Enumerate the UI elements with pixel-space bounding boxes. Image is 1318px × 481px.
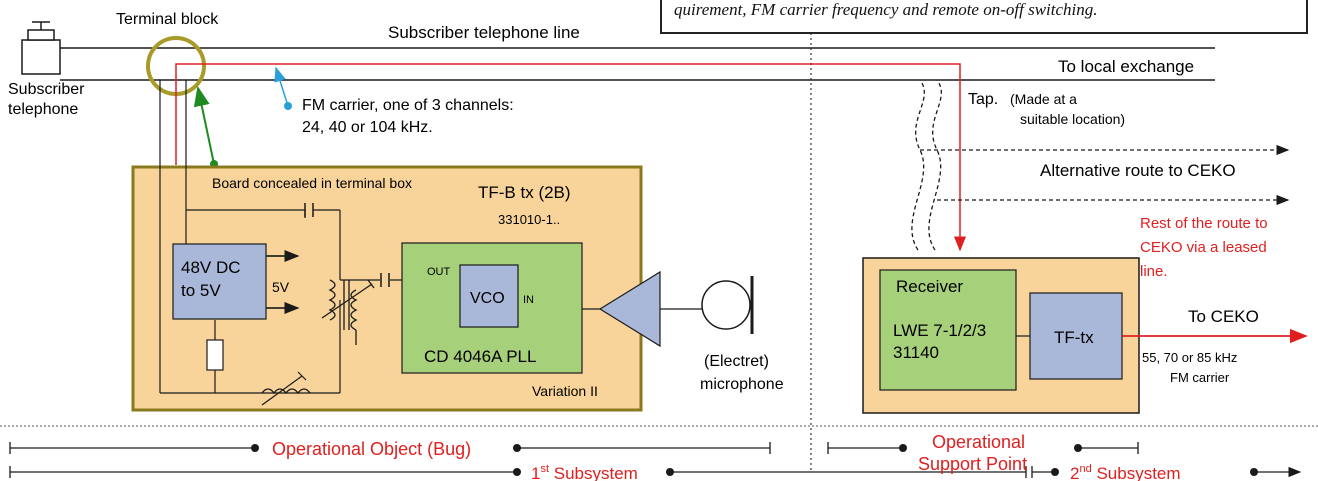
dc-converter-label-1: 48V DC [181, 258, 241, 277]
rest-route-label-3: line. [1140, 263, 1168, 280]
scope-second-subsystem [1031, 466, 1302, 478]
tap-note-label-2: suitable location) [1020, 111, 1125, 127]
rest-route-label-1: Rest of the route to [1140, 215, 1268, 232]
support-point-label-2: Support Point [918, 454, 1027, 474]
alt-route-label: Alternative route to CEKO [1040, 161, 1236, 180]
ceko-carrier-label-1: 55, 70 or 85 kHz [1142, 350, 1237, 365]
tf-tx-label: TF-tx [1054, 328, 1094, 347]
scope-first-subsystem [9, 466, 1027, 478]
to-local-exchange-label: To local exchange [1058, 57, 1194, 76]
variation-label: Variation II [532, 383, 598, 399]
vco-label: VCO [470, 290, 505, 307]
fm-carrier-label-2: 24, 40 or 104 kHz. [302, 119, 433, 136]
subscriber-phone-label-1: Subscriber [8, 81, 85, 98]
coupling-capacitor-top [304, 203, 314, 217]
tap-label: Tap. [968, 91, 998, 108]
caption-box: quirement, FM carrier frequency and remo… [660, 0, 1308, 34]
vco-out-label: OUT [427, 266, 451, 278]
second-subsystem-label: 2nd Subsystem [1070, 463, 1181, 481]
tf-tx-block [1029, 292, 1123, 380]
fm-carrier-label-1: FM carrier, one of 3 channels: [302, 97, 514, 114]
coupling-capacitor-vco [380, 273, 390, 287]
to-ceko-label: To CEKO [1188, 307, 1259, 326]
board-concealed-label: Board concealed in terminal box [212, 175, 412, 191]
pll-label: CD 4046A PLL [424, 347, 536, 366]
caption-text: quirement, FM carrier frequency and remo… [674, 0, 1098, 19]
microphone-icon [701, 276, 754, 334]
scope-operational-object [9, 442, 771, 454]
dc-converter-label-2: to 5V [181, 281, 221, 300]
support-point-label-1: Operational [932, 432, 1025, 452]
first-subsystem-label: 1st Subsystem [531, 463, 638, 481]
five-v-label: 5V [272, 279, 290, 295]
vco-in-label: IN [523, 294, 534, 306]
subscriber-phone-label-2: telephone [8, 101, 78, 118]
tap-cables [911, 79, 942, 251]
microphone-label-2: microphone [700, 376, 784, 393]
dc-converter-block [172, 243, 267, 320]
operational-object-label: Operational Object (Bug) [272, 439, 471, 459]
terminal-block-label: Terminal block [116, 11, 219, 28]
transmitter-part-label: 331010-1.. [498, 212, 560, 227]
subscriber-telephone-icon [21, 21, 61, 75]
fm-carrier-pointer-arrow [274, 66, 289, 107]
subscriber-line-label: Subscriber telephone line [388, 23, 580, 42]
receiver-model-label-2: 31140 [893, 343, 939, 362]
tap-signal-line [175, 63, 966, 252]
receiver-block [879, 269, 1017, 391]
receiver-model-label-1: LWE 7-1/2/3 [893, 321, 986, 340]
transmitter-name-label: TF-B tx (2B) [478, 183, 571, 202]
scope-support-point [827, 442, 1139, 454]
receiver-label: Receiver [896, 277, 963, 296]
board-pointer-arrow [193, 86, 215, 165]
resistor-symbol [206, 339, 224, 371]
variable-inductor-symbol [261, 371, 311, 406]
tap-note-label-1: (Made at a [1010, 91, 1077, 107]
transformer-symbol [321, 279, 375, 345]
rest-route-label-2: CEKO via a leased [1140, 239, 1267, 256]
microphone-label-1: (Electret) [704, 353, 769, 370]
vco-block [459, 264, 519, 328]
ceko-carrier-label-2: FM carrier [1170, 370, 1230, 385]
fm-carrier-pointer-dot [284, 102, 292, 110]
